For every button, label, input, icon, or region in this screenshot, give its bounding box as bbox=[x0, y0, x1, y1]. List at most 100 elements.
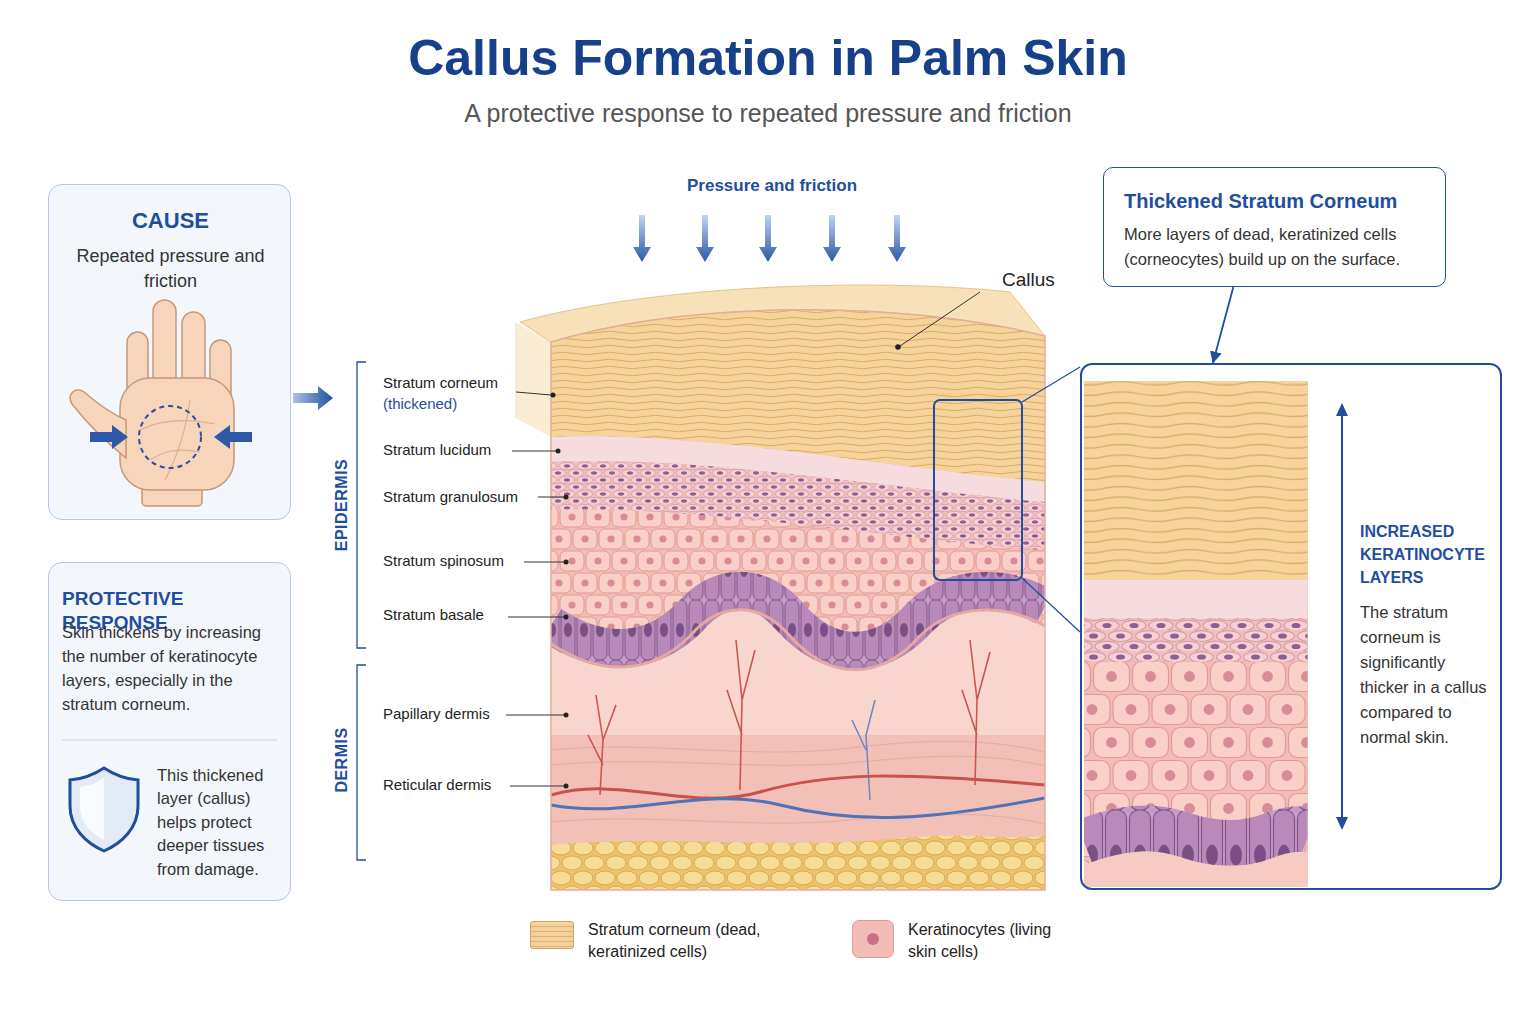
skin-block-part-part bbox=[551, 280, 1045, 890]
skin-block-part-part bbox=[588, 640, 990, 795]
cause-arrow bbox=[293, 386, 333, 410]
cause-box: CAUSE Repeated pressure and friction bbox=[48, 184, 291, 520]
leader-lines-part bbox=[524, 562, 564, 563]
hand-figure-part bbox=[70, 390, 126, 458]
pressure-arrows-part bbox=[759, 215, 777, 262]
zoom-highlight-part bbox=[1022, 367, 1080, 402]
zoom-illustration-part bbox=[1084, 381, 1308, 580]
leader-lines-part bbox=[564, 495, 569, 500]
leader-lines-part bbox=[564, 784, 569, 789]
zoom-panel: INCREASED KERATINOCYTE LAYERS The stratum… bbox=[1080, 363, 1502, 890]
panel-grounds-part bbox=[48, 562, 291, 901]
leader-lines-part bbox=[895, 344, 901, 350]
part-label: Stratum spinosum bbox=[383, 552, 504, 570]
shield-icon-part bbox=[80, 778, 104, 840]
part-label: Stratum basale bbox=[383, 606, 484, 624]
pressure-arrows-part bbox=[696, 215, 714, 262]
part-label: Reticular dermis bbox=[383, 776, 491, 794]
zoom-illustration-part bbox=[1084, 618, 1308, 662]
zoom-illustration bbox=[1084, 381, 1308, 887]
node-text: The stratum corneum is significantly thi… bbox=[1360, 600, 1498, 750]
zoom-highlight-part bbox=[1022, 578, 1080, 632]
node-heading: INCREASED KERATINOCYTE LAYERS bbox=[1360, 520, 1500, 589]
node-heading: Thickened Stratum Corneum bbox=[1124, 188, 1434, 214]
leader-lines-part bbox=[564, 713, 569, 718]
region-label: EPIDERMIS bbox=[332, 459, 351, 552]
callout-box: Thickened Stratum CorneumMore layers of … bbox=[1103, 167, 1446, 287]
zoom-highlight-part bbox=[934, 400, 1022, 580]
leader-lines-part bbox=[508, 617, 564, 618]
part-label: Stratum corneum bbox=[383, 374, 498, 392]
node-text: This thickened layer (callus) helps prot… bbox=[157, 764, 284, 881]
skin-block-part-part-part bbox=[588, 695, 616, 795]
part-label: Callus bbox=[1002, 268, 1055, 291]
diagram-title: Callus Formation in Palm Skin bbox=[0, 28, 1536, 88]
swatch-nucleus bbox=[867, 933, 879, 945]
zoom-illustration-part bbox=[1084, 851, 1308, 887]
leader-lines-part bbox=[551, 393, 556, 398]
skin-block-part-part-part bbox=[551, 756, 1045, 766]
pressure-marker bbox=[90, 406, 252, 468]
legend-swatch bbox=[852, 920, 894, 958]
leader-lines-part bbox=[900, 292, 980, 346]
skin-block-part-part bbox=[551, 798, 1045, 818]
diagram-subtitle: A protective response to repeated pressu… bbox=[0, 98, 1536, 128]
leader-lines-part bbox=[510, 786, 564, 787]
thickness-arrow-part bbox=[1336, 817, 1348, 830]
panel-grounds-part bbox=[48, 184, 291, 520]
skin-block bbox=[515, 280, 1045, 890]
pressure-marker-part bbox=[90, 425, 128, 449]
hand-figure-part bbox=[120, 378, 234, 490]
leader-lines-part bbox=[564, 560, 569, 565]
skin-block-part bbox=[551, 310, 1045, 890]
swatch-lines bbox=[531, 922, 573, 948]
shield-icon-part bbox=[62, 739, 277, 740]
thickness-arrow bbox=[1336, 403, 1348, 830]
node-heading: CAUSE bbox=[49, 208, 292, 234]
layer-brackets bbox=[357, 362, 366, 860]
pressure-arrows-part bbox=[888, 215, 906, 262]
pressure-marker-part bbox=[214, 425, 252, 449]
thickness-arrow-part bbox=[1336, 403, 1348, 416]
skin-block-part-part bbox=[551, 461, 1045, 550]
response-box: PROTECTIVE RESPONSESkin thickens by incr… bbox=[48, 562, 291, 901]
skin-block-part bbox=[551, 280, 1045, 890]
pressure-arrows-part bbox=[823, 215, 841, 262]
zoom-highlight bbox=[934, 367, 1080, 632]
skin-block-part-part-part bbox=[551, 814, 1045, 824]
legend-text: Stratum corneum (dead, keratinized cells… bbox=[588, 919, 774, 963]
legend-text: Keratinocytes (living skin cells) bbox=[908, 919, 1058, 963]
skin-block-part-part-part bbox=[962, 640, 990, 785]
leader-lines-part bbox=[516, 392, 551, 395]
skin-block-part-part bbox=[551, 610, 1045, 670]
skin-block-part-part-part bbox=[551, 741, 1045, 752]
skin-block-part-part bbox=[551, 741, 1045, 824]
leader-lines-part bbox=[538, 497, 564, 498]
hand-figure bbox=[70, 300, 234, 506]
layer-brackets-part bbox=[357, 665, 366, 860]
region-label: DERMIS bbox=[332, 727, 351, 792]
node-text: More layers of dead, keratinized cells (… bbox=[1124, 222, 1436, 272]
leader-lines-part bbox=[564, 615, 569, 620]
pressure-arrows-part bbox=[633, 215, 651, 262]
panel-grounds bbox=[48, 184, 291, 901]
layer-brackets-part bbox=[357, 362, 366, 648]
skin-block-part-part bbox=[551, 836, 1045, 890]
shield-icon-part bbox=[70, 768, 138, 851]
skin-block-part-part bbox=[852, 700, 875, 800]
part-label: Papillary dermis bbox=[383, 705, 490, 723]
node-text: Skin thickens by increasing the number o… bbox=[62, 620, 284, 716]
part-label: (thickened) bbox=[383, 395, 457, 413]
callout-arrow bbox=[1213, 287, 1233, 363]
skin-block-part-part bbox=[551, 776, 1045, 798]
force-label: Pressure and friction bbox=[687, 176, 857, 196]
legend-swatch bbox=[530, 921, 574, 949]
leader-lines-part bbox=[506, 715, 564, 716]
node-text: Repeated pressure and friction bbox=[69, 244, 272, 294]
skin-block-part-part-part bbox=[727, 640, 755, 790]
pressure-arrows bbox=[633, 215, 906, 262]
hand-figure-part bbox=[140, 400, 215, 480]
leader-lines-part bbox=[512, 451, 556, 452]
